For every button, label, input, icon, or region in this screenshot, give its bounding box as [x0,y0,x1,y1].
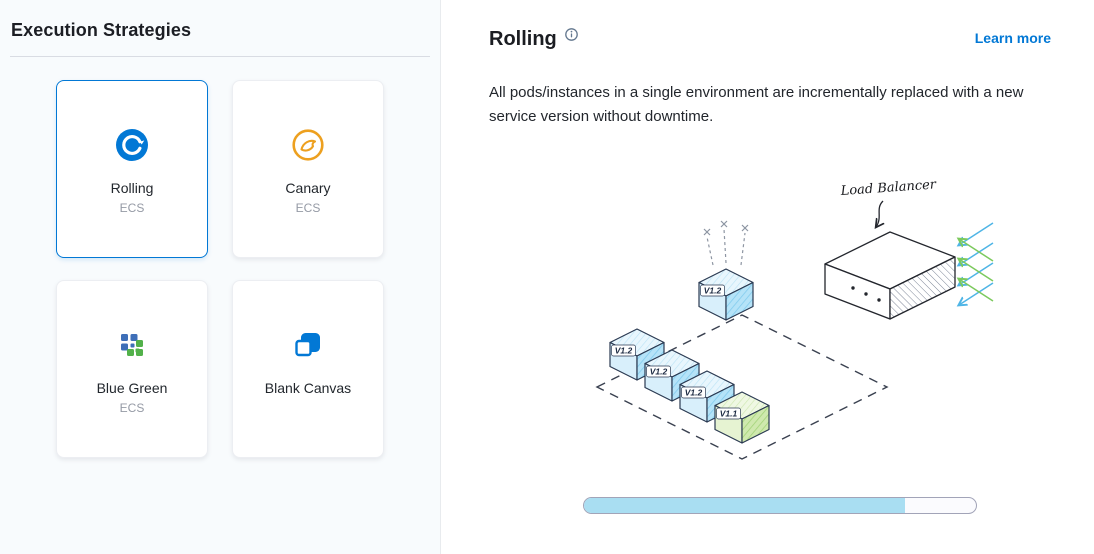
pod-cube: V1.2 [609,328,665,381]
blue-green-icon [114,327,150,363]
cube-label-chip [681,386,706,399]
learn-more-link[interactable]: Learn more [974,30,1051,46]
traffic-arrows [959,222,994,305]
cube-label-chip [611,344,636,357]
strategy-card-blank-canvas[interactable]: Blank Canvas [232,280,384,458]
strategy-card-canary[interactable]: Canary ECS [232,80,384,258]
strategy-label: Rolling [110,180,154,196]
illustration-svg: V1.2 V1.2 V1.2 V1.1 [595,177,994,460]
pod-cube: V1.2 [644,349,700,402]
termination-marks [703,220,749,266]
strategies-panel: Execution Strategies Rolling ECS [0,0,441,554]
detail-header: Rolling Learn more [441,0,1094,51]
canary-icon [290,127,326,163]
strategy-sublabel: ECS [295,201,321,215]
cube-label: V1.1 [720,409,738,419]
blank-canvas-icon [290,327,326,363]
pod-cube: V1.2 [679,370,735,423]
load-balancer-pointer-arrow [876,200,883,227]
strategy-detail-title: Rolling [489,28,557,50]
cube-label: V1.2 [650,367,668,377]
strategy-description: All pods/instances in a single environme… [489,84,1024,125]
strategy-sublabel: ECS [119,401,145,415]
strategy-sublabel: ECS [119,201,145,215]
rolling-icon [114,127,150,163]
strategy-grid: Rolling ECS Canary ECS [0,57,440,458]
environment-boundary [595,314,889,460]
cube-label-chip [700,284,725,297]
cube-label: V1.2 [615,346,633,356]
cube-label: V1.2 [685,388,703,398]
strategy-label: Canary [285,180,331,196]
cube-label: V1.2 [704,286,722,296]
strategy-detail-panel: Rolling Learn more All pods/instances in… [441,0,1094,554]
rolling-illustration: V1.2 V1.2 V1.2 V1.1 [555,169,997,481]
load-balancer-box [824,231,956,320]
strategy-label: Blank Canvas [264,380,352,396]
cube-label-chip [646,365,671,378]
progress-fill [584,498,906,513]
divider [10,56,430,57]
load-balancer-label: Load Balancer [839,177,937,199]
cube-label-chip [716,407,741,420]
info-icon[interactable] [564,28,578,46]
strategy-card-rolling[interactable]: Rolling ECS [56,80,208,258]
strategy-label: Blue Green [96,380,168,396]
panel-title: Execution Strategies [11,20,192,40]
strategy-card-blue-green[interactable]: Blue Green ECS [56,280,208,458]
pod-cube-new-version: V1.1 [714,391,770,444]
progress-bar [583,497,977,514]
pod-cube-terminating: V1.2 [698,268,754,321]
x-mark-icon [703,220,749,236]
